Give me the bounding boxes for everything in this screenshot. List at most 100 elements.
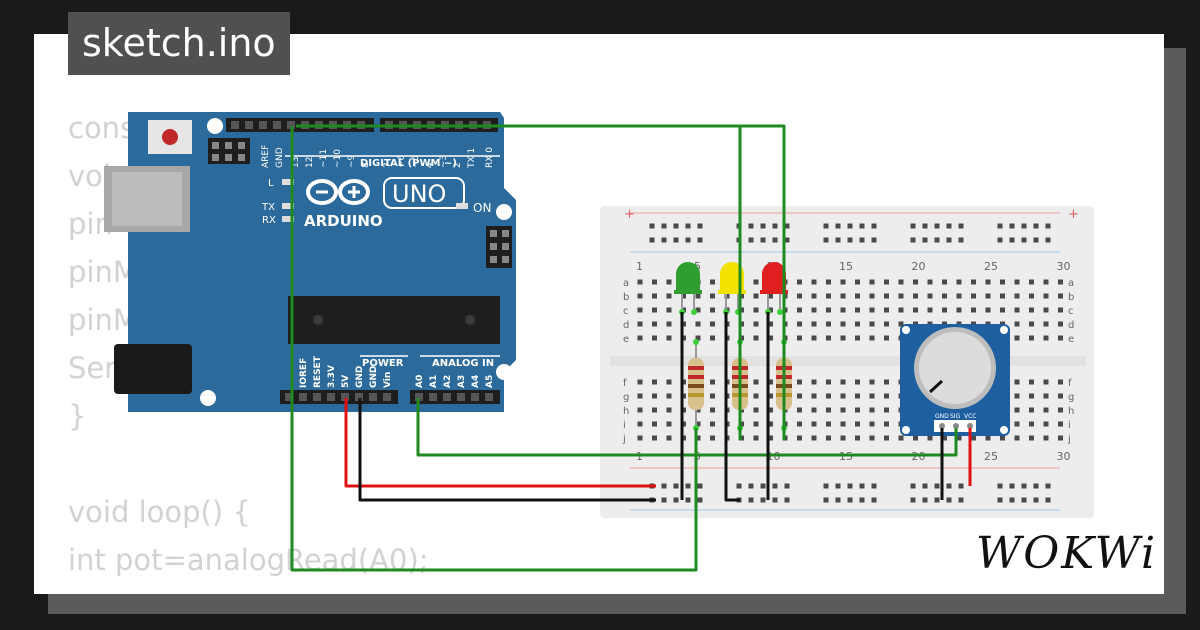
breadboard-hole[interactable] xyxy=(1043,421,1049,427)
breadboard-hole[interactable] xyxy=(855,335,860,341)
rail-hole[interactable] xyxy=(673,223,679,229)
rail-hole[interactable] xyxy=(1009,483,1015,489)
breadboard-hole[interactable] xyxy=(1029,335,1034,341)
breadboard-hole[interactable] xyxy=(753,379,759,385)
rail-hole[interactable] xyxy=(859,497,865,503)
wire[interactable] xyxy=(290,126,698,572)
rail-hole[interactable] xyxy=(748,237,754,243)
breadboard-hole[interactable] xyxy=(666,393,672,399)
breadboard-hole[interactable] xyxy=(1043,379,1049,385)
breadboard-hole[interactable] xyxy=(1014,421,1020,427)
rail-hole[interactable] xyxy=(934,483,940,489)
breadboard-hole[interactable] xyxy=(695,307,701,313)
breadboard-hole[interactable] xyxy=(869,307,875,313)
wire[interactable] xyxy=(724,312,740,502)
breadboard-hole[interactable] xyxy=(652,321,657,327)
rail-hole[interactable] xyxy=(748,223,754,229)
breadboard-hole[interactable] xyxy=(913,435,918,441)
rail-hole[interactable] xyxy=(1021,497,1027,503)
rail-hole[interactable] xyxy=(922,237,928,243)
rail-hole[interactable] xyxy=(1009,237,1015,243)
breadboard-hole[interactable] xyxy=(753,321,759,327)
rail-hole[interactable] xyxy=(871,483,877,489)
breadboard-hole[interactable] xyxy=(898,293,904,299)
breadboard-hole[interactable] xyxy=(637,293,643,299)
breadboard-hole[interactable] xyxy=(811,307,817,313)
breadboard-hole[interactable] xyxy=(869,393,875,399)
rail-hole[interactable] xyxy=(760,237,766,243)
breadboard-hole[interactable] xyxy=(1000,307,1005,313)
rail-hole[interactable] xyxy=(685,497,691,503)
rail-hole[interactable] xyxy=(1021,223,1027,229)
breadboard-hole[interactable] xyxy=(1058,379,1063,385)
breadboard-hole[interactable] xyxy=(956,279,962,285)
breadboard-hole[interactable] xyxy=(637,335,643,341)
breadboard-hole[interactable] xyxy=(826,379,831,385)
rail-hole[interactable] xyxy=(1045,497,1051,503)
wire[interactable] xyxy=(358,398,656,502)
breadboard-hole[interactable] xyxy=(840,279,846,285)
breadboard-hole[interactable] xyxy=(1000,279,1005,285)
breadboard-hole[interactable] xyxy=(811,279,817,285)
rail-hole[interactable] xyxy=(772,237,778,243)
breadboard-hole[interactable] xyxy=(840,393,846,399)
breadboard-hole[interactable] xyxy=(826,393,831,399)
rail-hole[interactable] xyxy=(835,483,841,489)
rail-hole[interactable] xyxy=(1021,237,1027,243)
breadboard-hole[interactable] xyxy=(652,421,657,427)
breadboard-hole[interactable] xyxy=(1058,393,1063,399)
breadboard-hole[interactable] xyxy=(826,279,831,285)
potentiometer[interactable]: GND SIG VCC xyxy=(900,324,1010,436)
breadboard-hole[interactable] xyxy=(942,307,947,313)
breadboard-hole[interactable] xyxy=(652,307,657,313)
breadboard-hole[interactable] xyxy=(681,293,686,299)
rail-hole[interactable] xyxy=(661,237,667,243)
rail-hole[interactable] xyxy=(649,237,655,243)
breadboard-hole[interactable] xyxy=(927,435,933,441)
wire[interactable] xyxy=(416,398,958,457)
breadboard-hole[interactable] xyxy=(811,379,817,385)
breadboard-hole[interactable] xyxy=(710,321,715,327)
rail-hole[interactable] xyxy=(946,223,952,229)
rail-hole[interactable] xyxy=(1009,223,1015,229)
rail-hole[interactable] xyxy=(946,237,952,243)
rail-hole[interactable] xyxy=(661,497,667,503)
breadboard-hole[interactable] xyxy=(753,393,759,399)
breadboard-hole[interactable] xyxy=(1029,421,1034,427)
header-pin[interactable] xyxy=(415,393,423,401)
rail-hole[interactable] xyxy=(784,497,790,503)
breadboard-hole[interactable] xyxy=(1014,279,1020,285)
breadboard-hole[interactable] xyxy=(637,379,643,385)
breadboard-hole[interactable] xyxy=(927,279,933,285)
breadboard-hole[interactable] xyxy=(985,435,991,441)
breadboard-hole[interactable] xyxy=(1000,435,1005,441)
wire[interactable] xyxy=(304,124,786,440)
breadboard-hole[interactable] xyxy=(710,421,715,427)
breadboard-hole[interactable] xyxy=(637,435,643,441)
header-pin[interactable] xyxy=(383,393,391,401)
rail-hole[interactable] xyxy=(946,497,952,503)
header-pin[interactable] xyxy=(273,121,281,129)
breadboard-hole[interactable] xyxy=(666,335,672,341)
breadboard-hole[interactable] xyxy=(869,321,875,327)
breadboard-hole[interactable] xyxy=(797,321,802,327)
breadboard-hole[interactable] xyxy=(884,321,889,327)
breadboard-hole[interactable] xyxy=(1014,321,1020,327)
rail-hole[interactable] xyxy=(697,237,703,243)
breadboard-hole[interactable] xyxy=(797,335,802,341)
breadboard-hole[interactable] xyxy=(971,435,976,441)
breadboard-hole[interactable] xyxy=(1043,321,1049,327)
breadboard-hole[interactable] xyxy=(753,421,759,427)
rail-hole[interactable] xyxy=(871,223,877,229)
header-pin[interactable] xyxy=(429,393,437,401)
rail-hole[interactable] xyxy=(871,237,877,243)
rail-hole[interactable] xyxy=(661,223,667,229)
rail-hole[interactable] xyxy=(772,483,778,489)
header-pin[interactable] xyxy=(327,393,335,401)
breadboard-hole[interactable] xyxy=(826,421,831,427)
breadboard-hole[interactable] xyxy=(1058,321,1063,327)
breadboard-hole[interactable] xyxy=(637,321,643,327)
rail-hole[interactable] xyxy=(685,237,691,243)
rail-hole[interactable] xyxy=(1033,237,1039,243)
